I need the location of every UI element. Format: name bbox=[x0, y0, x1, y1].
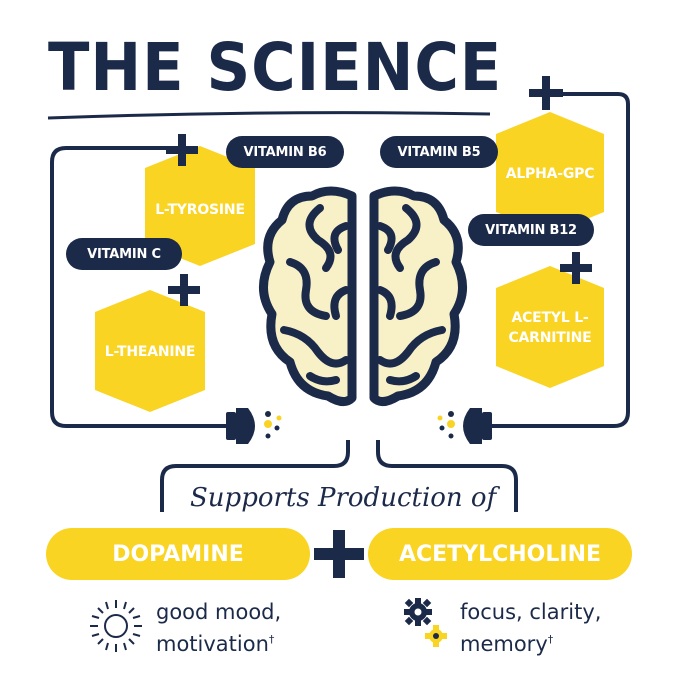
pill-vitamin-c: VITAMIN C bbox=[66, 238, 182, 270]
benefit-right-line2: memory bbox=[460, 632, 548, 656]
label-l-theanine: L-THEANINE bbox=[104, 344, 196, 360]
left-plug-icon bbox=[226, 408, 282, 444]
left-wire bbox=[50, 146, 228, 428]
pill-dopamine: DOPAMINE bbox=[46, 528, 310, 580]
hex-acetyl-l-carnitine bbox=[496, 266, 604, 388]
plus-icon bbox=[168, 274, 200, 306]
label-acetyl-l-carnitine: ACETYL L- CARNITINE bbox=[496, 304, 604, 352]
benefit-left-line2-wrap: motivation† bbox=[156, 626, 281, 658]
title-underline bbox=[47, 111, 491, 120]
pill-vitamin-b12: VITAMIN B12 bbox=[468, 214, 594, 246]
hex-l-theanine bbox=[95, 290, 205, 412]
left-lower-wire bbox=[160, 440, 350, 512]
label-acetyl-line2: CARNITINE bbox=[508, 330, 592, 346]
benefit-left-line2: motivation bbox=[156, 632, 269, 656]
right-wire bbox=[488, 92, 630, 428]
plus-icon bbox=[314, 530, 364, 578]
label-acetyl-line1: ACETYL L- bbox=[511, 310, 589, 326]
pill-vitamin-b5: VITAMIN B5 bbox=[380, 136, 498, 168]
pill-acetylcholine: ACETYLCHOLINE bbox=[368, 528, 632, 580]
dagger-mark: † bbox=[268, 633, 275, 646]
dagger-mark: † bbox=[547, 633, 554, 646]
benefit-left-line1: good mood, bbox=[156, 600, 282, 624]
benefit-left: good mood, motivation† bbox=[156, 598, 281, 658]
sun-icon bbox=[90, 600, 142, 652]
plus-icon bbox=[560, 252, 592, 284]
benefit-right: focus, clarity, memory† bbox=[460, 598, 601, 658]
right-plug-icon bbox=[437, 408, 492, 444]
right-lower-wire bbox=[376, 440, 518, 512]
page-title: THE SCIENCE bbox=[48, 29, 503, 106]
hex-l-tyrosine bbox=[145, 146, 255, 266]
label-l-tyrosine: L-TYROSINE bbox=[155, 202, 245, 218]
brain-icon bbox=[259, 186, 467, 406]
benefit-right-line1: focus, clarity, bbox=[460, 600, 602, 624]
plus-icon bbox=[529, 76, 563, 110]
hex-alpha-gpc bbox=[496, 112, 604, 234]
benefit-right-line2-wrap: memory† bbox=[460, 626, 601, 658]
label-alpha-gpc: ALPHA-GPC bbox=[505, 166, 595, 182]
pill-vitamin-b6: VITAMIN B6 bbox=[226, 136, 344, 168]
gears-icon bbox=[404, 598, 447, 647]
brain-folds bbox=[280, 204, 446, 386]
supports-production-text: Supports Production of bbox=[190, 483, 497, 513]
plus-icon bbox=[166, 134, 198, 166]
